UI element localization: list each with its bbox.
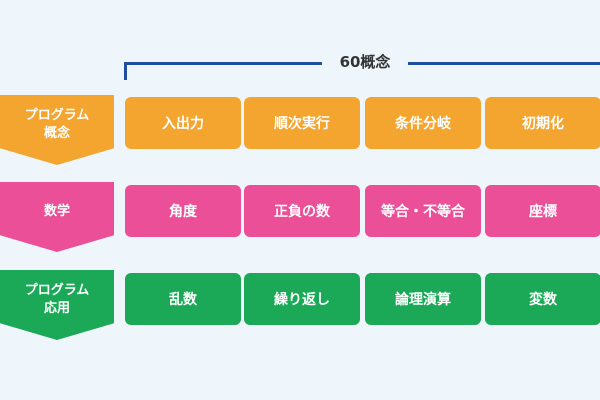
concept-chip-sequential-execution: 順次実行 xyxy=(244,97,360,149)
concept-chip-coordinates: 座標 xyxy=(485,185,600,237)
row-label-line: プログラム xyxy=(24,283,90,298)
row-label-line: プログラム xyxy=(24,108,90,123)
concept-chip-loop: 繰り返し xyxy=(244,273,360,325)
concept-chip-random-numbers: 乱数 xyxy=(125,273,241,325)
concept-chip-conditional-branch: 条件分岐 xyxy=(365,97,481,149)
concept-chip-equality-inequality: 等合・不等合 xyxy=(365,185,481,237)
concept-chip-variables: 変数 xyxy=(485,273,600,325)
row-label-line: 概念 xyxy=(43,126,70,141)
concept-chip-input-output: 入出力 xyxy=(125,97,241,149)
row-label-line: 数学 xyxy=(43,204,70,219)
concept-chip-angle: 角度 xyxy=(125,185,241,237)
row-label-line: 応用 xyxy=(43,301,70,316)
concept-chip-logical-operations: 論理演算 xyxy=(365,273,481,325)
row-label-program-concepts: プログラム 概念 xyxy=(0,95,114,165)
row-label-program-application: プログラム 応用 xyxy=(0,270,114,340)
concept-count-label: 60概念 xyxy=(322,50,408,74)
concept-chip-initialization: 初期化 xyxy=(485,97,600,149)
concept-chip-signed-numbers: 正負の数 xyxy=(244,185,360,237)
row-label-math: 数学 xyxy=(0,182,114,252)
